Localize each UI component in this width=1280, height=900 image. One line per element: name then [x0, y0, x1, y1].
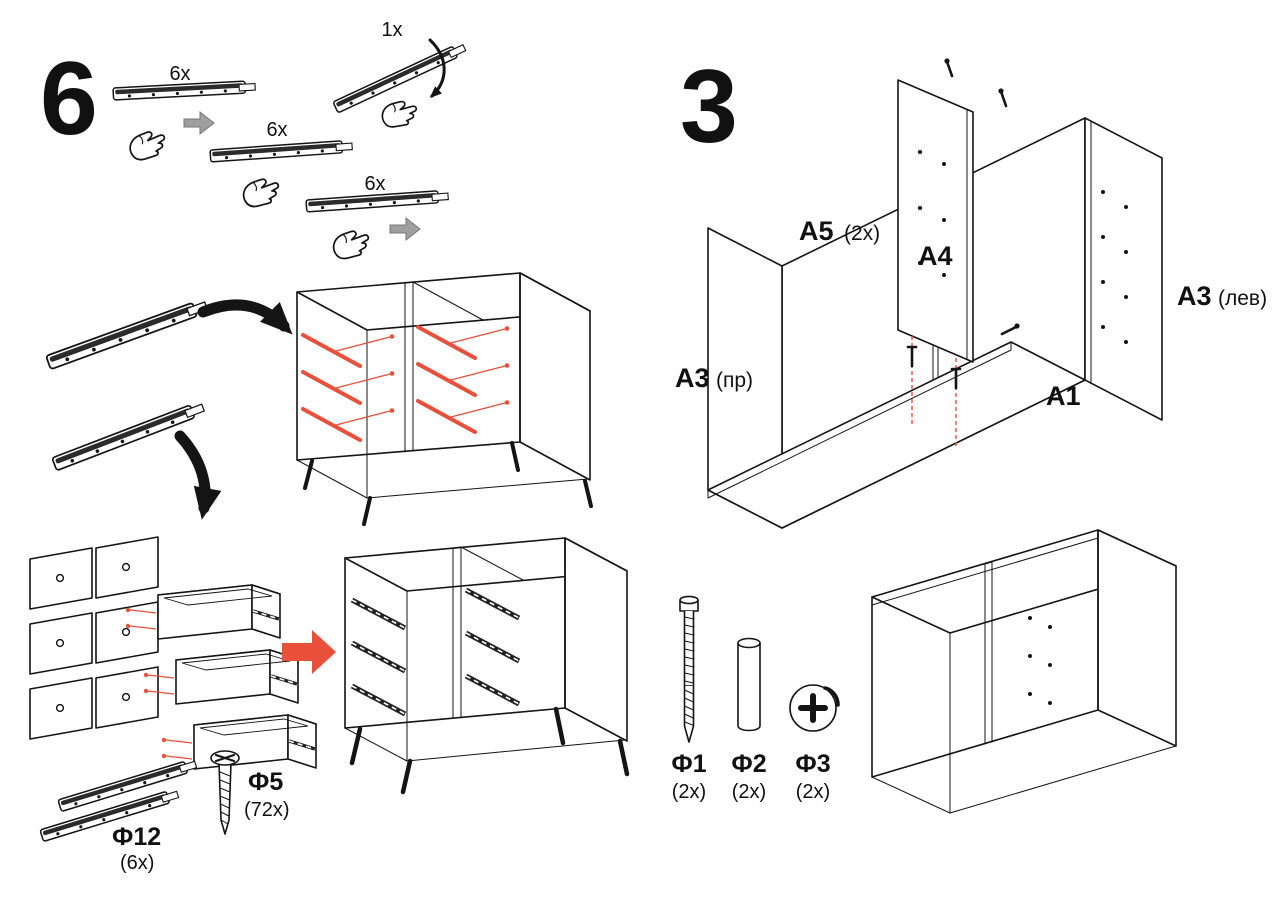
part-label: A5 — [799, 216, 834, 246]
red-screws — [125, 607, 193, 760]
push-arrow-icon — [389, 217, 421, 241]
step6-hardware: Ф12 (6x) Ф5 (72x) — [39, 750, 290, 874]
qty-label: 6x — [169, 63, 190, 85]
rotate-arrow — [428, 38, 446, 99]
hand-icon — [329, 226, 373, 262]
qty-label: 6x — [364, 173, 385, 195]
part-qty: (2x) — [844, 222, 880, 245]
guide-lines — [906, 336, 962, 446]
part-label: A3 — [1177, 281, 1212, 311]
hardware-code: Ф12 — [112, 823, 161, 851]
drawer-fronts-stack — [29, 536, 159, 740]
red-drawer-slides — [301, 325, 477, 442]
hardware-code: Ф2 — [731, 750, 766, 778]
part-label: A4 — [918, 241, 953, 271]
part-label: A3 — [675, 363, 710, 393]
push-arrow-icon — [183, 111, 215, 135]
confirmat-screw-icon — [679, 595, 699, 743]
hardware-qty: (72x) — [244, 799, 290, 821]
step3-panel: 3 — [671, 49, 1267, 814]
drawer-slide-icon — [45, 297, 210, 371]
step6-panel: 6 1x 6x 6x 6x — [29, 19, 630, 874]
drawer-front — [29, 612, 93, 675]
step6-number: 6 — [40, 41, 98, 157]
part-side: (лев) — [1218, 287, 1267, 310]
qty-label: 1x — [381, 19, 402, 41]
step3-number: 3 — [680, 49, 738, 165]
hand-icon — [125, 126, 170, 164]
hand-icon — [379, 98, 420, 130]
hardware-code: Ф5 — [248, 768, 283, 796]
step3-hardware: Ф1 (2x) Ф2 (2x) Ф3 (2x) — [671, 595, 840, 803]
cabinet-legs — [303, 441, 593, 526]
shelf-pin-holes — [1028, 616, 1052, 705]
part-side: (пр) — [716, 369, 753, 392]
dowel-icon — [737, 637, 761, 732]
divider-panel-A4 — [897, 79, 974, 363]
red-screws — [331, 326, 510, 427]
hardware-qty: (6x) — [120, 852, 154, 874]
hardware-code: Ф1 — [671, 750, 706, 778]
drawer-box — [174, 648, 300, 706]
insert-arrow — [282, 630, 336, 674]
floating-screws — [944, 58, 1020, 336]
side-panel-A3-left — [1084, 117, 1163, 421]
slide-row-1: 6x — [112, 63, 257, 164]
drawer-boxes — [125, 583, 318, 771]
assembly-arrow — [174, 430, 222, 520]
cam-lock-icon — [789, 684, 840, 732]
slide-row-2: 6x — [209, 119, 354, 210]
cabinet-legs — [349, 706, 630, 795]
exploded-carcass: A5 (2x) A4 A3 (лев) A3 (пр) A1 — [675, 58, 1267, 529]
bottom-panel-A1 — [707, 341, 1086, 529]
cabinet-carcass-upper — [296, 272, 593, 526]
hardware-qty: (2x) — [732, 781, 766, 803]
shelf-pin-holes — [1101, 190, 1128, 344]
screw-icon — [210, 750, 240, 835]
qty-label: 6x — [266, 119, 287, 141]
assembled-carcass — [871, 529, 1177, 814]
hardware-qty: (2x) — [672, 781, 706, 803]
drawer-front — [95, 666, 159, 729]
cabinet-carcass-lower — [344, 537, 630, 795]
assembly-arrow — [197, 299, 293, 335]
hand-icon — [239, 174, 283, 210]
step6-detail-1x: 1x — [332, 19, 468, 130]
drawer-front — [29, 547, 93, 610]
installed-slides — [350, 587, 521, 717]
drawer-front — [29, 677, 93, 740]
part-label: A1 — [1046, 381, 1081, 411]
slide-row-3: 6x — [305, 173, 450, 262]
drawer-slide-icon — [209, 139, 354, 163]
drawer-front — [95, 536, 159, 599]
drawer-box — [156, 583, 282, 641]
hardware-code: Ф3 — [795, 750, 830, 778]
hardware-qty: (2x) — [796, 781, 830, 803]
